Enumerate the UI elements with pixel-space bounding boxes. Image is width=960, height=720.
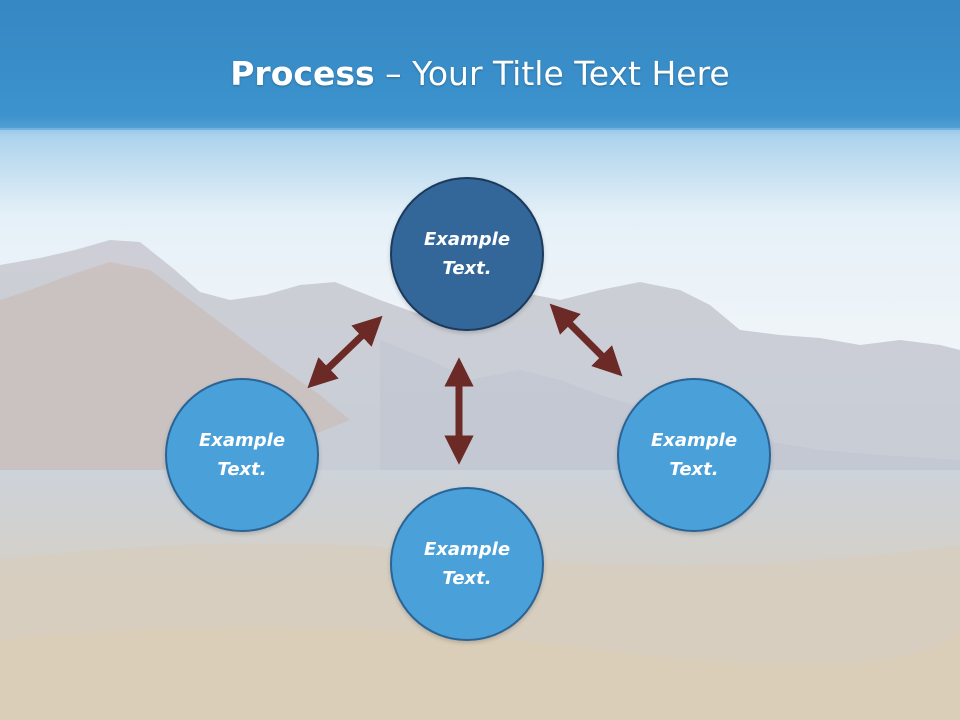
node-left-text: Example Text. xyxy=(198,430,286,480)
process-node-bottom: Example Text. xyxy=(390,487,544,641)
process-node-right: Example Text. xyxy=(617,378,771,532)
node-top-text: Example Text. xyxy=(423,229,511,279)
title-rest: – Your Title Text Here xyxy=(374,54,730,93)
process-node-left: Example Text. xyxy=(165,378,319,532)
title-bold: Process xyxy=(230,54,375,93)
process-node-top: Example Text. xyxy=(390,177,544,331)
node-right-text: Example Text. xyxy=(650,430,738,480)
slide-title: Process – Your Title Text Here xyxy=(0,52,960,96)
node-bottom-text: Example Text. xyxy=(423,539,511,589)
